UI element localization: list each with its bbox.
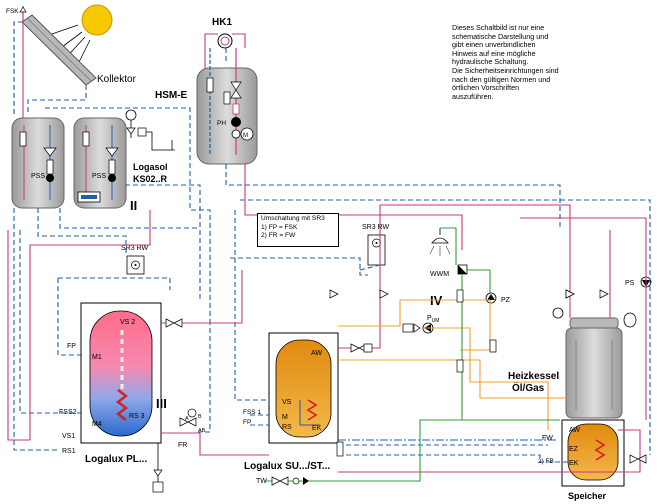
note-line: nach den gültigen Normen und bbox=[452, 74, 551, 84]
label-fss1: FSS 1 bbox=[243, 409, 261, 416]
safety-group-icon bbox=[125, 109, 175, 151]
label-rs-mid: RS bbox=[282, 424, 292, 431]
disclaimer-note: Dieses Schaltbild ist nur eine schematis… bbox=[452, 23, 622, 101]
label-heizkessel: Heizkessel bbox=[508, 371, 559, 382]
circulation-pump-pz-icon bbox=[485, 292, 497, 304]
solar-station-right bbox=[73, 117, 127, 209]
note-line: gibt einen unverbindlichen bbox=[452, 40, 536, 50]
label-vs1: VS1 bbox=[62, 433, 75, 440]
label-oel-gas: Öl/Gas bbox=[512, 381, 545, 394]
label-ab: AB bbox=[198, 428, 206, 434]
label-kollektor: Kollektor bbox=[97, 74, 137, 85]
label-logalux-pl: Logalux PL... bbox=[85, 454, 147, 465]
label-m-mid: M bbox=[282, 414, 288, 421]
valves bbox=[165, 91, 647, 464]
label-ek-right: EK bbox=[569, 460, 579, 467]
controller-sr3-left bbox=[126, 255, 145, 275]
label-m1: M1 bbox=[92, 354, 102, 361]
radiator-icon bbox=[217, 33, 233, 49]
label-b: B bbox=[198, 414, 202, 420]
label-ek-mid: EK bbox=[312, 425, 322, 432]
dhw-tank-logalux-su bbox=[268, 332, 339, 444]
label-vs2: VS 2 bbox=[120, 319, 135, 326]
heating-module-hsm-e: M bbox=[196, 48, 258, 165]
label-m4: M4 bbox=[92, 421, 102, 428]
label-wwm: WWM bbox=[430, 271, 449, 278]
note-line: Die Sicherheitseinrichtungen sind bbox=[452, 65, 559, 75]
label-sr3-rw-right: SR3 RW bbox=[362, 224, 389, 231]
umschaltung-box: Umschaltung mit SR3 1) FP = FSK 2) FR = … bbox=[257, 213, 339, 247]
solar-station-left bbox=[11, 117, 65, 209]
umschaltung-line: Umschaltung mit SR3 bbox=[261, 215, 325, 222]
note-line: auszuführen. bbox=[452, 91, 494, 101]
pipe-network bbox=[7, 21, 651, 482]
three-way-valve-icon bbox=[179, 408, 197, 427]
label-rs1: RS1 bbox=[62, 448, 76, 455]
umschaltung-line: 2) FR = FW bbox=[261, 232, 296, 240]
collector-panel bbox=[21, 14, 97, 86]
air-vent-icon bbox=[19, 6, 27, 22]
shower-icon bbox=[429, 228, 451, 256]
label-pum: PUM bbox=[427, 315, 439, 324]
label-roman-2: II bbox=[130, 198, 137, 213]
label-roman-3: III bbox=[156, 396, 167, 411]
label-fr: FR bbox=[178, 442, 187, 449]
label-rs3: RS 3 bbox=[129, 413, 145, 420]
label-ez: EZ bbox=[569, 446, 579, 453]
label-hsm-e: HSM-E bbox=[155, 90, 188, 101]
label-fw: FW bbox=[542, 435, 553, 442]
label-fsk: FSK bbox=[6, 8, 19, 15]
note-line: schematische Darstellung und bbox=[452, 31, 549, 41]
label-logasol-model: KS02..R bbox=[133, 174, 168, 184]
note-line: hydraulische Schaltung. bbox=[452, 57, 529, 67]
dhw-tank-speicher bbox=[561, 419, 625, 487]
label-logalux-su: Logalux SU.../ST... bbox=[244, 461, 330, 472]
label-pss-left: PSS bbox=[31, 173, 45, 180]
label-sr3-rw-left: SR3 RW bbox=[121, 245, 148, 252]
drain-tank-icon bbox=[152, 443, 164, 493]
label-aw-right: AW bbox=[569, 427, 580, 434]
label-fss2: FSS2 bbox=[59, 409, 77, 416]
buffer-tank-logalux-pl bbox=[80, 302, 162, 444]
label-logasol: Logasol bbox=[133, 162, 168, 172]
label-fb2: 2) FB bbox=[538, 458, 554, 465]
expansion-vessel-icon bbox=[552, 307, 637, 328]
svg-text:M: M bbox=[243, 133, 248, 139]
umschaltung-line: 1) FP = FSK bbox=[261, 223, 298, 231]
note-line: Dieses Schaltbild ist nur eine bbox=[452, 23, 545, 32]
note-line: örtlichen Vorschriften bbox=[452, 83, 520, 93]
note-line: Hinweis auf eine mögliche bbox=[452, 48, 536, 58]
label-a: A bbox=[185, 416, 189, 422]
mixing-valve-icon bbox=[457, 264, 468, 275]
label-ph: PH bbox=[217, 120, 226, 127]
label-tw: TW bbox=[256, 478, 267, 485]
controller-sr3-right bbox=[367, 234, 386, 266]
cold-water-inlet-icon bbox=[266, 476, 310, 486]
boiler-heizkessel bbox=[565, 317, 623, 419]
label-vs-mid: VS bbox=[282, 399, 292, 406]
label-speicher: Speicher bbox=[568, 491, 607, 501]
label-hk1: HK1 bbox=[212, 17, 232, 28]
label-fp-mid: FP bbox=[243, 419, 251, 426]
sun-icon bbox=[45, 4, 113, 71]
label-fp-left: FP bbox=[67, 343, 76, 350]
label-pz: PZ bbox=[501, 297, 511, 304]
label-pss-right: PSS bbox=[92, 173, 106, 180]
label-aw-mid: AW bbox=[311, 350, 322, 357]
label-ps: PS bbox=[625, 280, 635, 287]
